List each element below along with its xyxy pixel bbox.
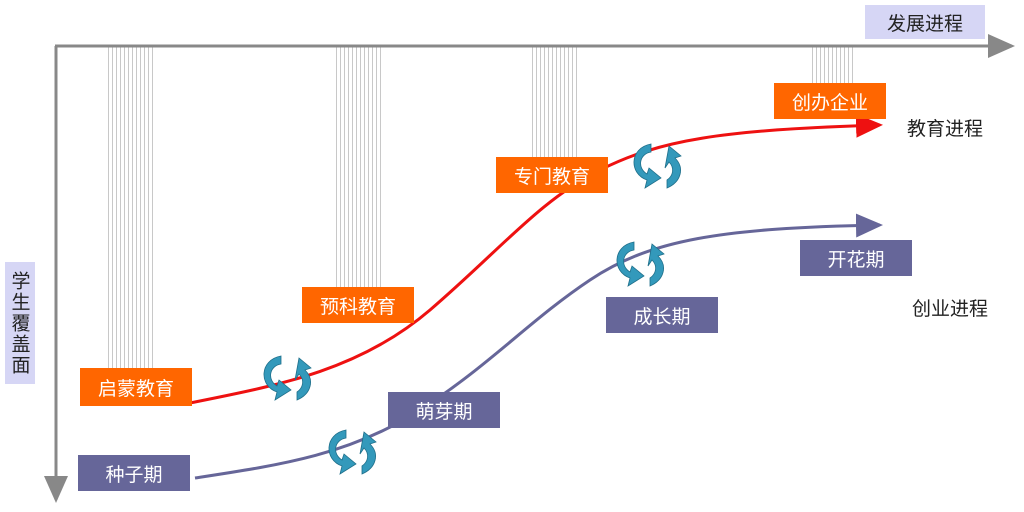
cycle-arrows-icon [263, 355, 312, 401]
education-stage-3: 专门教育 [496, 157, 608, 193]
entrepreneurship-stage-4: 开花期 [800, 240, 912, 276]
education-process-label: 教育进程 [907, 118, 984, 140]
education-curve [189, 113, 883, 405]
cycle-arrows-icon [633, 143, 682, 189]
stage-column-2 [333, 46, 383, 290]
stage-column-4 [810, 46, 856, 86]
entrepreneurship-stage-1: 种子期 [78, 455, 190, 491]
stage-column-3 [532, 46, 578, 160]
education-stage-1: 启蒙教育 [80, 368, 192, 406]
y-axis-label: 学生覆盖面 [5, 262, 35, 384]
education-stage-2: 预科教育 [302, 287, 414, 323]
cycle-arrows-icon [328, 429, 377, 475]
entrepreneurship-stage-3: 成长期 [606, 297, 718, 333]
education-stage-4: 创办企业 [774, 83, 886, 119]
entrepreneurship-curve [194, 213, 883, 480]
entrepreneurship-stage-2: 萌芽期 [388, 392, 500, 428]
stage-column-1 [107, 46, 153, 370]
entrepreneurship-process-label: 创业进程 [912, 298, 989, 320]
cycle-arrows-icon [616, 241, 665, 287]
x-axis-label: 发展进程 [865, 5, 985, 39]
